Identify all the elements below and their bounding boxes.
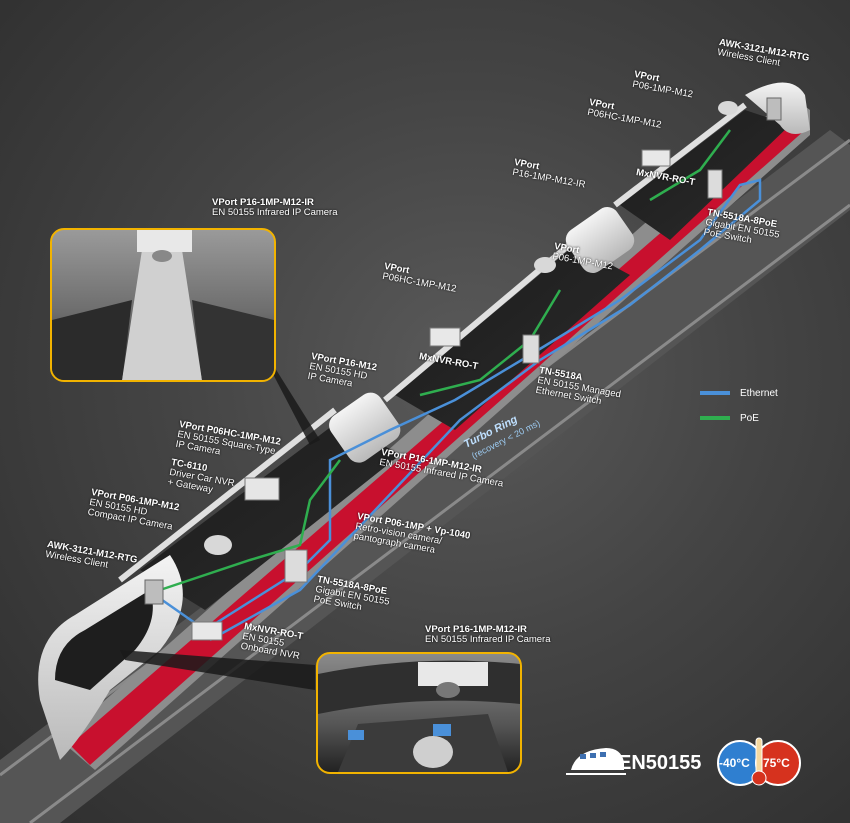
car-floor-mid bbox=[395, 245, 630, 430]
callout-bottom bbox=[120, 650, 315, 690]
inset-driver-cab bbox=[316, 652, 522, 774]
dome-camera-front bbox=[204, 535, 232, 555]
legend-swatch-poe bbox=[700, 416, 730, 421]
cab-scene bbox=[318, 660, 520, 772]
cabin-scene bbox=[52, 230, 274, 380]
legend-swatch-ethernet bbox=[700, 391, 730, 396]
tn5518a-device-mid bbox=[522, 334, 540, 364]
dome-camera-rear bbox=[718, 101, 738, 115]
en50155-badge: EN50155 bbox=[618, 752, 702, 774]
gangway-1 bbox=[329, 392, 401, 463]
rail-right bbox=[29, 203, 850, 823]
temp-low: -40°C bbox=[719, 756, 750, 770]
mxnvr-device-mid bbox=[429, 327, 461, 347]
temperature-badge bbox=[717, 737, 801, 786]
legend-item-ethernet: Ethernet bbox=[700, 388, 778, 399]
temp-high: 75°C bbox=[763, 756, 790, 770]
gangway-2 bbox=[565, 207, 635, 273]
dome-camera-mid bbox=[534, 257, 556, 273]
poe-line-rear bbox=[649, 129, 731, 202]
legend-label-poe: PoE bbox=[740, 413, 759, 424]
car-wall-front bbox=[118, 407, 337, 583]
tn5518a-device-front bbox=[284, 549, 308, 583]
legend-item-poe: PoE bbox=[700, 413, 778, 424]
awk-device-front bbox=[144, 579, 164, 605]
poe-line bbox=[159, 459, 341, 592]
mxnvr-device-front bbox=[191, 621, 223, 641]
inset-passenger-cabin bbox=[50, 228, 276, 382]
tn5518a-device-rear bbox=[707, 169, 723, 199]
train-icon bbox=[566, 748, 626, 775]
ethernet-line bbox=[154, 178, 762, 642]
cab-windshield bbox=[55, 590, 153, 690]
poe-line-mid bbox=[419, 289, 562, 397]
awk-device-rear bbox=[766, 97, 782, 121]
mxnvr-device-rear bbox=[641, 149, 671, 167]
legend: Ethernet PoE bbox=[700, 388, 778, 424]
car-floor-rear bbox=[620, 110, 790, 240]
tc6110-device bbox=[244, 477, 280, 501]
legend-label-ethernet: Ethernet bbox=[740, 388, 778, 399]
car-wall-rear bbox=[613, 102, 747, 208]
